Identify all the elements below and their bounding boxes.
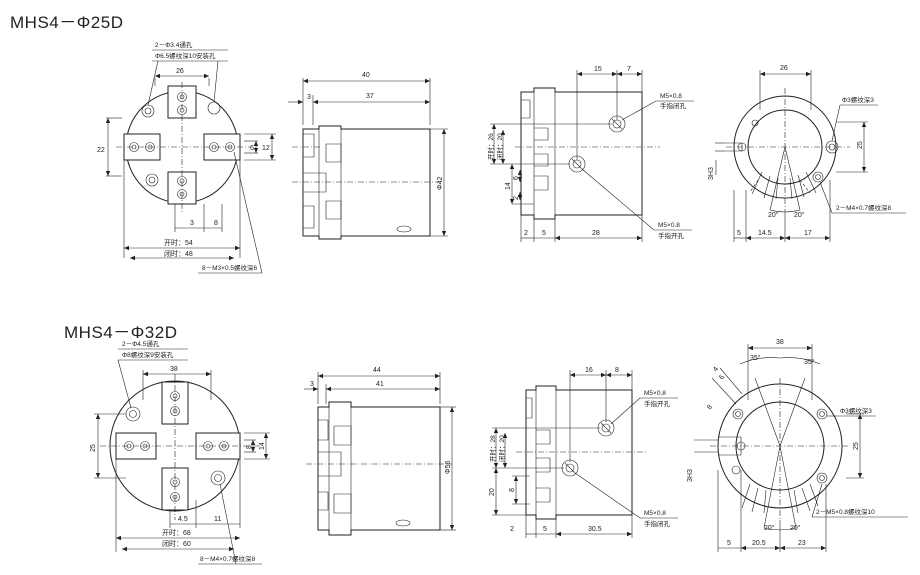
callout-port32-3: M5×0.8 (644, 510, 666, 517)
callout-port25-3: M5×0.8 (658, 222, 680, 229)
dim-port25-top-a: 15 (594, 66, 602, 73)
dim-front25-left: 22 (97, 147, 105, 154)
callout-port25-4: 手指开孔 (658, 231, 685, 240)
callout-port32-2: 手指开孔 (644, 399, 671, 408)
dim-side32-body: 41 (376, 381, 384, 388)
dim-side25-step: 3 (307, 94, 311, 101)
dim-side32-total: 44 (373, 367, 381, 374)
dim-port25-mid-b: 6 (513, 176, 520, 180)
rear-view-32: 3H3 38 35° 35° 4 6 8 25 20° 20° 5 20.5 2… (687, 339, 908, 552)
dim-front32-right-b: 14 (259, 442, 266, 450)
dim-rear32-ang-top-a: 35° (750, 354, 761, 362)
callout-rear32-1: Φ3螺纹深3 (840, 406, 872, 415)
dim-front25-closed: 闭时：48 (164, 249, 193, 258)
dim-port25-open: 开时：26 (486, 133, 495, 160)
dim-port32-open: 开时：28 (488, 435, 497, 462)
dim-front32-open: 开时：68 (162, 528, 191, 537)
rear-view-25: 3H3 26 25 20° 20° 5 14.5 17 Φ3螺纹深3 2－M4×… (708, 65, 906, 242)
dim-rear32-right: 25 (853, 442, 860, 450)
dim-rear32-slot-c: 8 (706, 404, 714, 412)
model-title-25: MHS4－Φ25D (10, 13, 124, 32)
dim-port32-mid-b: 8 (509, 488, 516, 492)
dim-port32-bot-a: 2 (510, 526, 514, 533)
dim-rear25-bot-b: 14.5 (758, 230, 772, 237)
callout-front32-3: 8－M4×0.7螺纹深8 (200, 554, 255, 563)
callout-rear32-2: 2－M5×0.8螺纹深10 (816, 507, 875, 516)
callout-front32-1: 2－Φ4.5通孔 (122, 339, 160, 348)
dim-rear25-bot-a: 5 (737, 230, 741, 237)
dim-front32-bottom-b: 11 (214, 516, 221, 523)
dim-side32-dia: Φ56 (445, 461, 452, 474)
dim-front32-top: 38 (170, 366, 178, 373)
dim-front25-top: 26 (176, 68, 184, 75)
dim-rear32-slot-a: 4 (712, 366, 720, 374)
callout-front25-3: 8－M3×0.5螺纹深6 (202, 263, 257, 272)
dim-rear25-right: 25 (857, 141, 864, 149)
dim-side25-body: 37 (366, 93, 374, 100)
model-title-32: MHS4－Φ32D (64, 323, 178, 342)
dim-front25-bottom-b: 8 (214, 220, 218, 227)
dim-rear25-ang-b: 20° (794, 211, 805, 219)
port-view-25: 15 7 开时：26 闭时：20 14 6 2 2 5 28 M5×0.8 手指… (486, 66, 694, 242)
dim-front25-right-b: 12 (262, 145, 270, 152)
dim-port25-closed: 闭时：20 (495, 133, 504, 160)
callout-rear25-2: 2－M4×0.7螺纹深8 (836, 203, 891, 212)
dim-rear25-left: 3H3 (708, 167, 715, 180)
dim-rear32-ang-a: 20° (764, 524, 775, 532)
callout-port25-2: 手指闭孔 (660, 101, 687, 110)
dim-port32-bot-b: 5 (543, 526, 547, 533)
callout-rear25-1: Φ3螺纹深3 (842, 95, 874, 104)
callout-port32-4: 手指闭孔 (644, 519, 671, 528)
dim-front32-bottom-a: 4.5 (178, 516, 188, 523)
front-view-32: 38 25 8 14 4.5 11 开时：68 闭时：60 2－Φ4.5通孔 Φ… (90, 339, 270, 565)
dim-port32-top-b: 8 (615, 367, 619, 374)
dim-rear32-left: 3H3 (687, 469, 694, 482)
port-view-32: 16 8 开时：28 闭时：20 20 8 2 5 30.5 M5×0.8 手指… (488, 367, 678, 538)
dim-port32-bot-c: 30.5 (588, 526, 602, 533)
dim-front32-closed: 闭时：60 (162, 539, 191, 548)
dim-port25-mid-c: 2 (513, 196, 520, 200)
dim-front25-open: 开时：54 (164, 238, 193, 247)
front-view-25: 26 22 6 12 3 8 开时：54 闭时：48 2－Φ3.4通孔 Φ6.5… (97, 40, 276, 274)
dim-front32-left: 25 (90, 444, 97, 452)
dim-rear32-bot-a: 5 (727, 540, 731, 547)
dim-port32-mid-a: 20 (489, 488, 496, 496)
dim-port25-bot-a: 2 (524, 230, 528, 237)
dim-port32-closed: 闭时：20 (497, 435, 506, 462)
dim-rear32-slot-b: 6 (718, 374, 726, 382)
dim-front25-right-a: 6 (250, 145, 254, 152)
dim-port25-top-b: 7 (627, 66, 631, 73)
dim-rear25-bot-c: 17 (804, 230, 812, 237)
callout-front25-2: Φ6.5螺纹深10安装孔 (155, 51, 216, 60)
dim-side25-dia: Φ42 (437, 177, 444, 190)
dim-port25-mid-a: 14 (505, 182, 512, 190)
callout-port32-1: M5×0.8 (644, 390, 666, 397)
dim-front25-bottom-a: 3 (190, 220, 194, 227)
jaw-bottom (167, 171, 197, 205)
dim-side32-step: 3 (310, 381, 314, 388)
side-view-32: 44 41 3 Φ56 (304, 367, 456, 536)
dim-rear32-ang-top-b: 35° (804, 358, 815, 366)
side-view-25: 40 37 3 Φ42 (288, 72, 448, 240)
dim-port25-bot-b: 5 (542, 230, 546, 237)
dim-front32-right-a: 8 (246, 445, 253, 449)
dim-side25-total: 40 (362, 72, 370, 79)
dim-rear32-bot-c: 23 (798, 540, 806, 547)
callout-front25-1: 2－Φ3.4通孔 (155, 40, 193, 49)
dim-port25-bot-c: 28 (592, 230, 600, 237)
dim-rear32-ang-b: 20° (790, 524, 801, 532)
dim-rear32-top: 38 (776, 339, 784, 346)
dim-port32-top-a: 16 (585, 367, 593, 374)
dim-rear32-bot-b: 20.5 (752, 540, 766, 547)
dim-rear25-ang-a: 20° (768, 211, 779, 219)
callout-front32-2: Φ8螺纹深9安装孔 (122, 350, 174, 359)
callout-port25-1: M5×0.8 (660, 93, 682, 100)
dim-rear25-top: 26 (780, 65, 788, 72)
